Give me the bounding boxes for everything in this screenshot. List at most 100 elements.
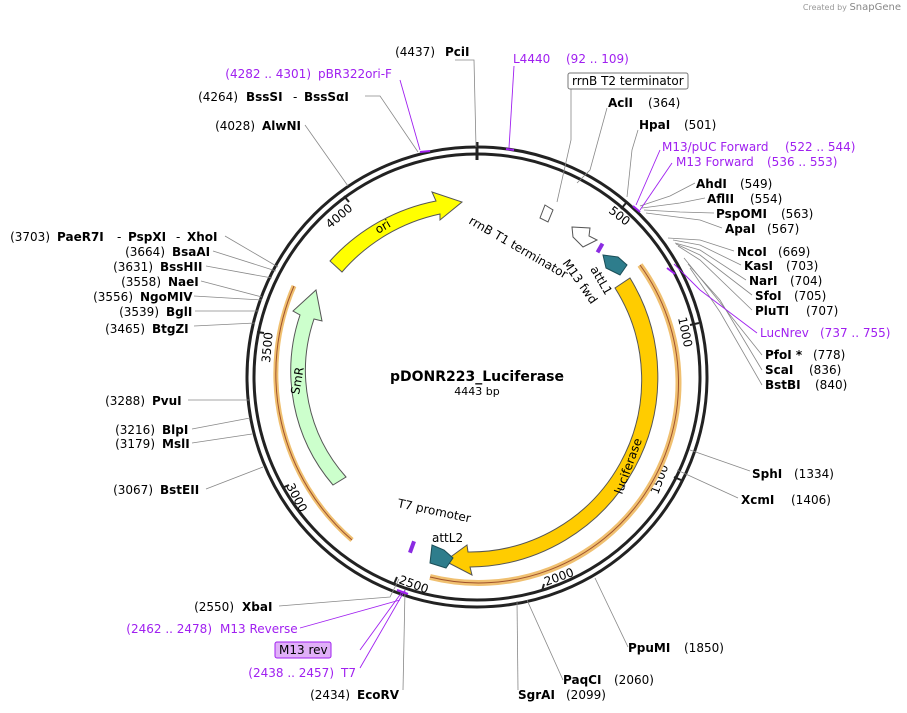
enzyme-apai-pos: (567): [767, 222, 799, 236]
feature-t7-promoter-label: T7 promoter: [395, 496, 472, 525]
primer-l4440-name[interactable]: L4440: [513, 52, 550, 66]
primer-t7-name[interactable]: T7: [340, 666, 356, 680]
leader-naei: [200, 280, 263, 298]
enzyme-pluti-name[interactable]: PluTI: [755, 304, 789, 318]
enzyme-xhoi-name[interactable]: XhoI: [187, 230, 218, 244]
enzyme-sfoi-name[interactable]: SfoI: [755, 289, 782, 303]
enzyme-ppumi-pos: (1850): [684, 641, 724, 655]
enzyme-acli-name[interactable]: AclI: [608, 96, 633, 110]
feature-smr-outline: [273, 285, 354, 542]
primer-lucnrev-name[interactable]: LucNrev: [760, 326, 809, 340]
enzyme-paer7i-sep1: -: [117, 230, 121, 244]
enzyme-bsshii-pos: (3631): [113, 260, 153, 274]
plasmid-size: 4443 bp: [454, 385, 499, 398]
enzyme-kasi-name[interactable]: KasI: [744, 259, 773, 273]
feature-luciferase-arrow[interactable]: [444, 277, 659, 576]
enzyme-aflii-pos: (554): [750, 192, 782, 206]
enzyme-pspomi-name[interactable]: PspOMI: [716, 207, 767, 221]
enzyme-xcmi-name[interactable]: XcmI: [741, 493, 774, 507]
primer-pbr322ori-f-range: (4282 .. 4301): [225, 67, 311, 81]
enzyme-sgrai-name[interactable]: SgrAI: [518, 688, 555, 702]
tick-500-mark: [620, 202, 627, 210]
enzyme-bsteii-name[interactable]: BstEII: [160, 483, 199, 497]
leader-bsteii: [205, 466, 264, 490]
leader-ecorv: [402, 589, 406, 691]
enzyme-msli-name[interactable]: MslI: [162, 437, 190, 451]
tick-3000-mark: [281, 484, 290, 489]
leader-alwni: [304, 124, 349, 187]
feature-rrnb-t2-box[interactable]: [567, 72, 689, 90]
feature-attl2-arrow[interactable]: [429, 544, 454, 569]
enzyme-apai-name[interactable]: ApaI: [725, 222, 755, 236]
enzyme-bsaai-name[interactable]: BsaAI: [172, 245, 210, 259]
leader-xbai: [278, 578, 400, 607]
enzyme-pfoi-name[interactable]: PfoI *: [765, 348, 803, 362]
leader-sgrai: [516, 600, 519, 691]
enzyme-pluti-pos: (707): [806, 304, 838, 318]
tick-label-4000: 4000: [323, 201, 355, 231]
enzyme-scai-pos: (836): [809, 363, 841, 377]
feature-m13-fwd-mark: [595, 242, 605, 254]
enzyme-hpai-name[interactable]: HpaI: [639, 118, 670, 132]
enzyme-bgli-name[interactable]: BglI: [166, 305, 192, 319]
primer-m13-rev-box[interactable]: [274, 641, 332, 659]
primer-m13-reverse-mark: [396, 589, 409, 595]
primer-m13-reverse-name[interactable]: M13 Reverse: [220, 622, 298, 636]
feature-ori-arrow[interactable]: [329, 191, 464, 273]
primer-pbr322ori-f-name[interactable]: pBR322ori-F: [318, 67, 392, 81]
primer-m13-puc-forward-name[interactable]: M13/pUC Forward: [662, 140, 769, 154]
feature-rrnb-t2-arrow[interactable]: [571, 226, 599, 248]
enzyme-bsshii-name[interactable]: BssHII: [160, 260, 202, 274]
leader-kasi: [672, 239, 742, 266]
snapgene-logo: SnapGene: [849, 2, 901, 13]
enzyme-pvui-name[interactable]: PvuI: [152, 394, 182, 408]
feature-rrnb-t1-arrow[interactable]: [539, 204, 554, 223]
primer-m13-rev-name: M13 rev: [279, 643, 328, 657]
enzyme-ppumi-name[interactable]: PpuMI: [628, 641, 670, 655]
enzyme-naei-name[interactable]: NaeI: [168, 275, 199, 289]
leader-m13-reverse: [299, 599, 401, 629]
enzyme-bstbi-name[interactable]: BstBI: [765, 378, 801, 392]
enzyme-paqci-name[interactable]: PaqCI: [563, 673, 601, 687]
enzyme-xbai-name[interactable]: XbaI: [242, 600, 272, 614]
leader-ngomiv: [193, 295, 263, 301]
enzyme-nari-name[interactable]: NarI: [749, 274, 778, 288]
enzyme-sfoi-pos: (705): [794, 289, 826, 303]
primer-m13-forward-name[interactable]: M13 Forward: [676, 155, 754, 169]
enzyme-btgzi-name[interactable]: BtgZI: [152, 322, 189, 336]
enzyme-pcii-name[interactable]: PciI: [445, 45, 470, 59]
tick-4000-mark: [343, 195, 350, 203]
enzyme-bsssi-pos: (4264): [198, 90, 238, 104]
enzyme-xbai-pos: (2550): [194, 600, 234, 614]
leader-ahdi: [639, 182, 696, 207]
enzyme-paqci-pos: (2060): [614, 673, 654, 687]
enzyme-scai-name[interactable]: ScaI: [765, 363, 793, 377]
tick-label-1000: 1000: [675, 316, 695, 349]
primer-m13-forward-mark: [632, 205, 641, 213]
feature-attl1-arrow[interactable]: [602, 254, 628, 276]
enzyme-ahdi-name[interactable]: AhdI: [696, 177, 727, 191]
enzyme-bssaai-name[interactable]: BssSαI: [304, 90, 349, 104]
enzyme-paer7i-name[interactable]: PaeR7I: [57, 230, 104, 244]
enzyme-blpi-name[interactable]: BlpI: [162, 423, 188, 437]
enzyme-ngomiv-name[interactable]: NgoMIV: [140, 290, 193, 304]
feature-smr-arrow[interactable]: [290, 289, 347, 486]
enzyme-sphi-name[interactable]: SphI: [752, 467, 782, 481]
enzyme-alwni-name[interactable]: AlwNI: [262, 119, 301, 133]
leader-paqci: [526, 599, 564, 681]
enzyme-bgli-pos: (3539): [119, 305, 159, 319]
enzyme-pspxi-name[interactable]: PspXI: [128, 230, 166, 244]
enzyme-ecorv-name[interactable]: EcoRV: [357, 688, 400, 702]
enzyme-ncoi-name[interactable]: NcoI: [737, 245, 767, 259]
leader-paer7i: [224, 235, 279, 268]
enzyme-pcii-pos: (4437): [395, 45, 435, 59]
leader-ncoi: [667, 237, 735, 252]
enzyme-aflii-name[interactable]: AflII: [707, 192, 734, 206]
leader-m13-puc-forward: [635, 149, 661, 206]
enzyme-btgzi-pos: (3465): [105, 322, 145, 336]
enzyme-blpi-pos: (3216): [115, 423, 155, 437]
enzyme-bsssi-name[interactable]: BssSI: [246, 90, 283, 104]
feature-attl2-label: attL2: [432, 531, 463, 545]
leader-m13-forward: [639, 162, 673, 211]
tick-2500-mark: [393, 576, 398, 585]
